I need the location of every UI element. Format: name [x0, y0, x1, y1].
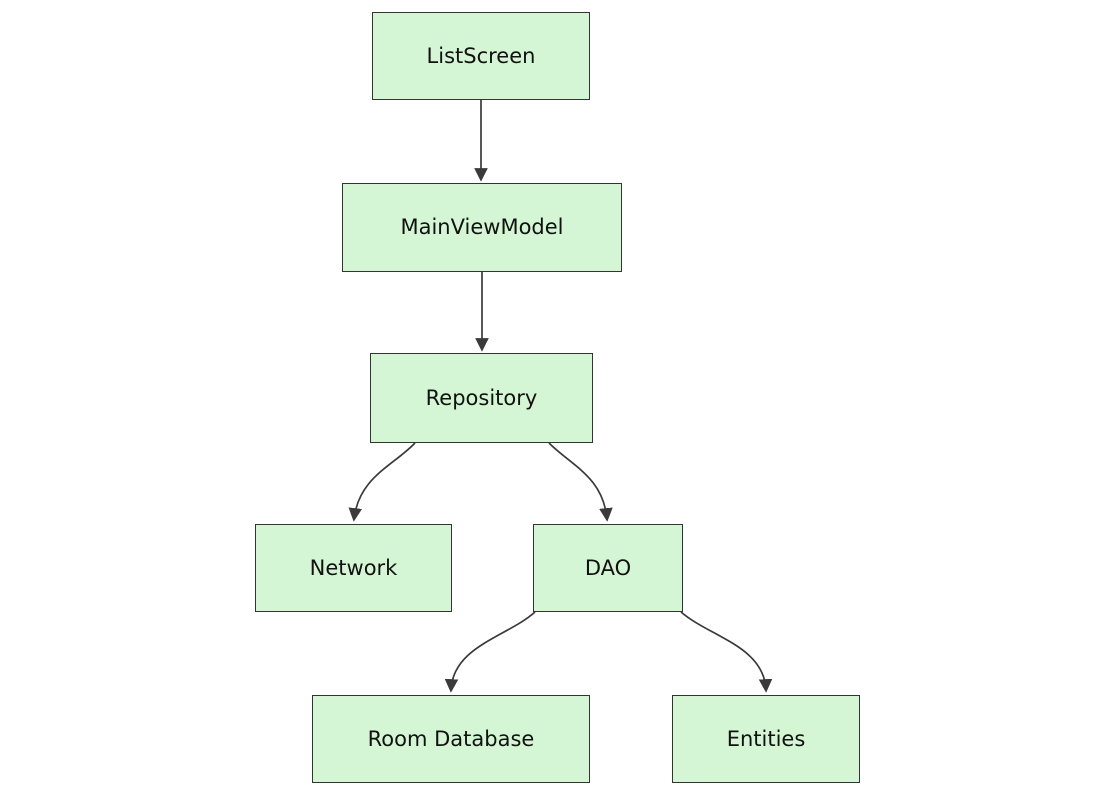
node-roomdatabase: Room Database — [312, 695, 590, 783]
edge-dao-roomdatabase — [444, 611, 536, 693]
node-label: Network — [309, 555, 398, 580]
node-entities: Entities — [672, 695, 860, 783]
node-label: Repository — [425, 385, 538, 410]
edge-repository-dao — [548, 442, 613, 522]
node-label: Entities — [726, 726, 806, 751]
node-label: DAO — [584, 555, 632, 580]
node-label: ListScreen — [426, 43, 536, 68]
node-mainviewmodel: MainViewModel — [342, 183, 622, 272]
node-label: Room Database — [367, 726, 535, 751]
node-network: Network — [255, 524, 452, 612]
node-dao: DAO — [533, 524, 683, 612]
node-listscreen: ListScreen — [372, 12, 590, 100]
node-repository: Repository — [370, 353, 593, 443]
edge-dao-entities — [680, 611, 773, 693]
node-label: MainViewModel — [400, 215, 564, 239]
edge-repository-network — [348, 442, 416, 522]
